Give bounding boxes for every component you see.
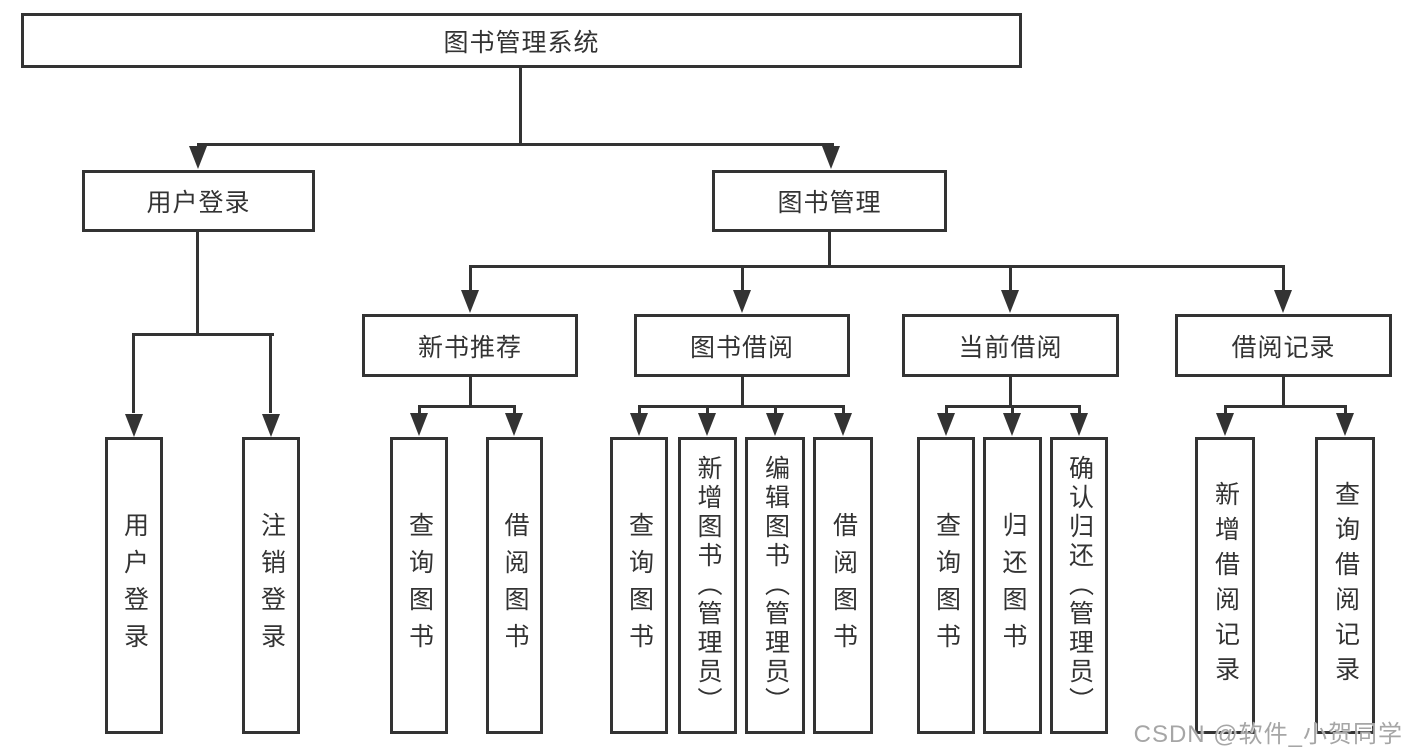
node-new-book-recommend-label: 新书推荐 (417, 333, 522, 362)
connector-segment (945, 405, 948, 416)
node-records-add-record-label: 新增借阅记录 (1211, 480, 1240, 691)
node-book-management-label: 图书管理 (777, 189, 882, 217)
connector-segment (774, 405, 777, 416)
node-new-book-recommend: 新书推荐 (362, 314, 578, 377)
connector-segment (638, 405, 641, 416)
node-borrow-borrow-books-label: 借阅图书 (829, 511, 858, 660)
arrowhead-down-icon (766, 413, 784, 436)
connector-segment (269, 333, 272, 413)
connector-segment (706, 405, 709, 416)
connector-segment (741, 265, 744, 292)
connector-segment (418, 405, 421, 416)
arrowhead-down-icon (822, 146, 840, 169)
arrowhead-down-icon (1336, 413, 1354, 436)
connector-segment (132, 333, 274, 336)
arrowhead-down-icon (1001, 290, 1019, 313)
connector-segment (469, 265, 1285, 268)
arrowhead-down-icon (461, 290, 479, 313)
node-book-borrow: 图书借阅 (634, 314, 850, 377)
connector-segment (1011, 405, 1014, 416)
connector-segment (1282, 377, 1285, 408)
connector-segment (418, 405, 516, 408)
node-recommend-query-books-label: 查询图书 (405, 511, 434, 660)
node-current-borrow: 当前借阅 (902, 314, 1119, 377)
arrowhead-down-icon (1070, 413, 1088, 436)
connector-segment (1224, 405, 1347, 408)
arrowhead-down-icon (1003, 413, 1021, 436)
node-borrow-records: 借阅记录 (1175, 314, 1392, 377)
arrowhead-down-icon (125, 414, 143, 437)
connector-segment (1009, 377, 1012, 408)
node-borrow-add-books: 新增图书（管理员） (678, 437, 737, 734)
arrowhead-down-icon (410, 413, 428, 436)
node-borrow-edit-books-label: 编辑图书（管理员） (761, 455, 790, 716)
arrowhead-down-icon (505, 413, 523, 436)
node-recommend-borrow-books: 借阅图书 (486, 437, 543, 734)
connector-segment (1344, 405, 1347, 416)
node-login: 用户登录 (105, 437, 163, 734)
arrowhead-down-icon (1274, 290, 1292, 313)
connector-segment (1282, 265, 1285, 292)
node-records-query-record-label: 查询借阅记录 (1331, 480, 1360, 691)
connector-segment (197, 143, 834, 146)
connector-segment (638, 405, 845, 408)
connector-segment (469, 377, 472, 408)
connector-segment (741, 377, 744, 408)
node-book-borrow-label: 图书借阅 (689, 333, 794, 362)
connector-segment (196, 232, 199, 336)
node-current-confirm-return-label: 确认归还（管理员） (1065, 455, 1094, 716)
node-user-login: 用户登录 (82, 170, 315, 232)
node-logout-label: 注销登录 (257, 511, 286, 660)
connector-segment (1009, 265, 1012, 292)
arrowhead-down-icon (937, 413, 955, 436)
connector-segment (519, 68, 522, 146)
node-borrow-query-books: 查询图书 (610, 437, 668, 734)
node-records-add-record: 新增借阅记录 (1195, 437, 1255, 734)
arrowhead-down-icon (1216, 413, 1234, 436)
node-borrow-query-books-label: 查询图书 (625, 511, 654, 660)
node-current-query-books-label: 查询图书 (932, 511, 961, 660)
node-current-return-books: 归还图书 (983, 437, 1042, 734)
csdn-watermark: CSDN @软件_小贺同学 (1133, 721, 1403, 747)
node-records-query-record: 查询借阅记录 (1315, 437, 1375, 734)
node-root-label: 图书管理系统 (443, 28, 600, 57)
node-borrow-records-label: 借阅记录 (1231, 333, 1336, 362)
node-current-confirm-return: 确认归还（管理员） (1050, 437, 1108, 734)
arrowhead-down-icon (834, 413, 852, 436)
connector-segment (1078, 405, 1081, 416)
node-borrow-add-books-label: 新增图书（管理员） (694, 455, 722, 716)
connector-segment (1224, 405, 1227, 416)
arrowhead-down-icon (630, 413, 648, 436)
arrowhead-down-icon (262, 414, 280, 437)
arrowhead-down-icon (189, 146, 207, 169)
arrowhead-down-icon (698, 413, 716, 436)
connector-segment (469, 265, 472, 292)
node-borrow-borrow-books: 借阅图书 (813, 437, 873, 734)
node-current-return-books-label: 归还图书 (999, 511, 1027, 660)
node-login-label: 用户登录 (120, 511, 149, 660)
node-book-management: 图书管理 (712, 170, 947, 232)
connector-segment (513, 405, 516, 416)
connector-segment (132, 333, 135, 413)
node-borrow-edit-books: 编辑图书（管理员） (745, 437, 805, 734)
node-logout: 注销登录 (242, 437, 300, 734)
node-recommend-query-books: 查询图书 (390, 437, 448, 734)
connector-segment (842, 405, 845, 416)
connector-segment (828, 232, 831, 268)
node-current-query-books: 查询图书 (917, 437, 975, 734)
arrowhead-down-icon (733, 290, 751, 313)
node-user-login-label: 用户登录 (146, 189, 251, 217)
node-current-borrow-label: 当前借阅 (958, 333, 1063, 362)
node-root: 图书管理系统 (21, 13, 1022, 68)
node-recommend-borrow-books-label: 借阅图书 (501, 511, 529, 660)
